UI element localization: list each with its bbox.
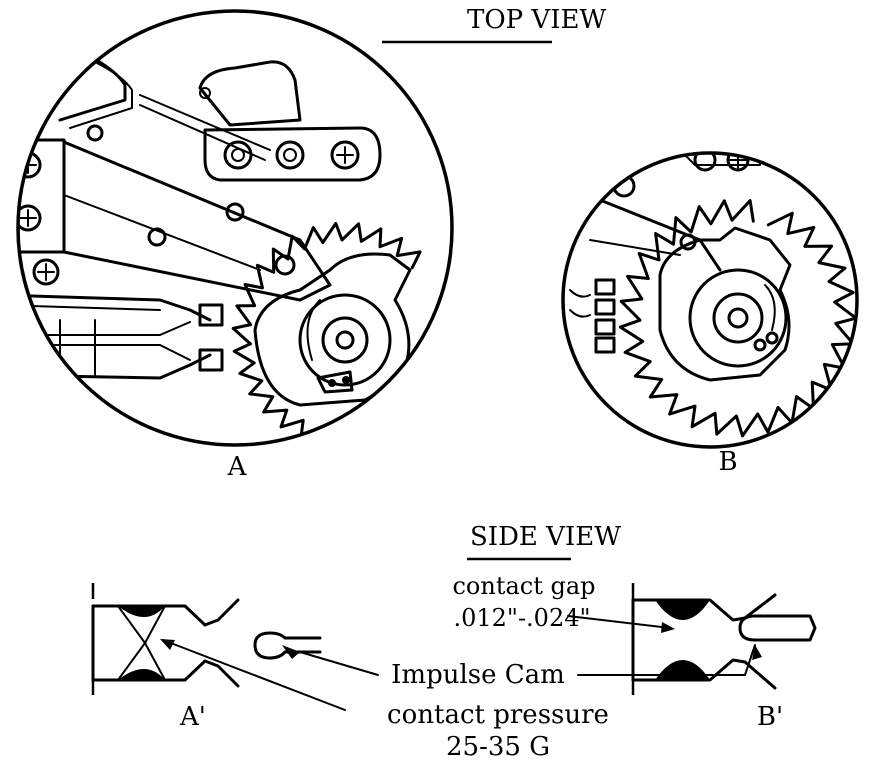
screw-icon	[18, 204, 42, 232]
top-view-b	[561, 151, 859, 449]
pressure-label-line1: contact pressure	[387, 700, 609, 730]
screw-icon	[726, 153, 750, 172]
gap-label-line2: .012"-.024"	[453, 604, 590, 632]
view-circle-b	[561, 151, 859, 449]
rivet-icon	[275, 140, 305, 170]
side-view-a-prime	[91, 583, 322, 700]
impulse-cam-leader-b	[577, 644, 756, 676]
view-circle-a	[16, 9, 454, 447]
impulse-cam-leader-a	[299, 651, 379, 676]
top-view-a	[16, 9, 454, 447]
impulse-cam-label: Impulse Cam	[391, 660, 565, 690]
side-view-b-prime	[631, 583, 817, 700]
pressure-leader	[162, 639, 346, 711]
lever-plate	[198, 60, 302, 127]
gap-label-line1: contact gap	[452, 572, 595, 600]
label-a-prime: A'	[179, 702, 206, 732]
top-view-heading: TOP VIEW	[467, 5, 606, 35]
ratchet-wheel-a	[231, 221, 422, 445]
side-view-heading: SIDE VIEW	[470, 522, 621, 552]
screw-icon	[32, 258, 60, 286]
impulse-cam-a	[253, 252, 412, 407]
rivet-icon	[223, 140, 253, 170]
mounting-plate	[203, 126, 382, 182]
gap-leader	[567, 615, 671, 629]
label-b: B	[718, 447, 737, 477]
label-b-prime: B'	[757, 702, 783, 732]
screw-icon	[330, 140, 360, 170]
ratchet-wheel-b	[618, 199, 857, 438]
pressure-label-line2: 25-35 G	[446, 732, 550, 762]
impulse-cam-b	[658, 226, 792, 382]
contact-arm	[62, 140, 332, 302]
label-a: A	[227, 452, 248, 482]
